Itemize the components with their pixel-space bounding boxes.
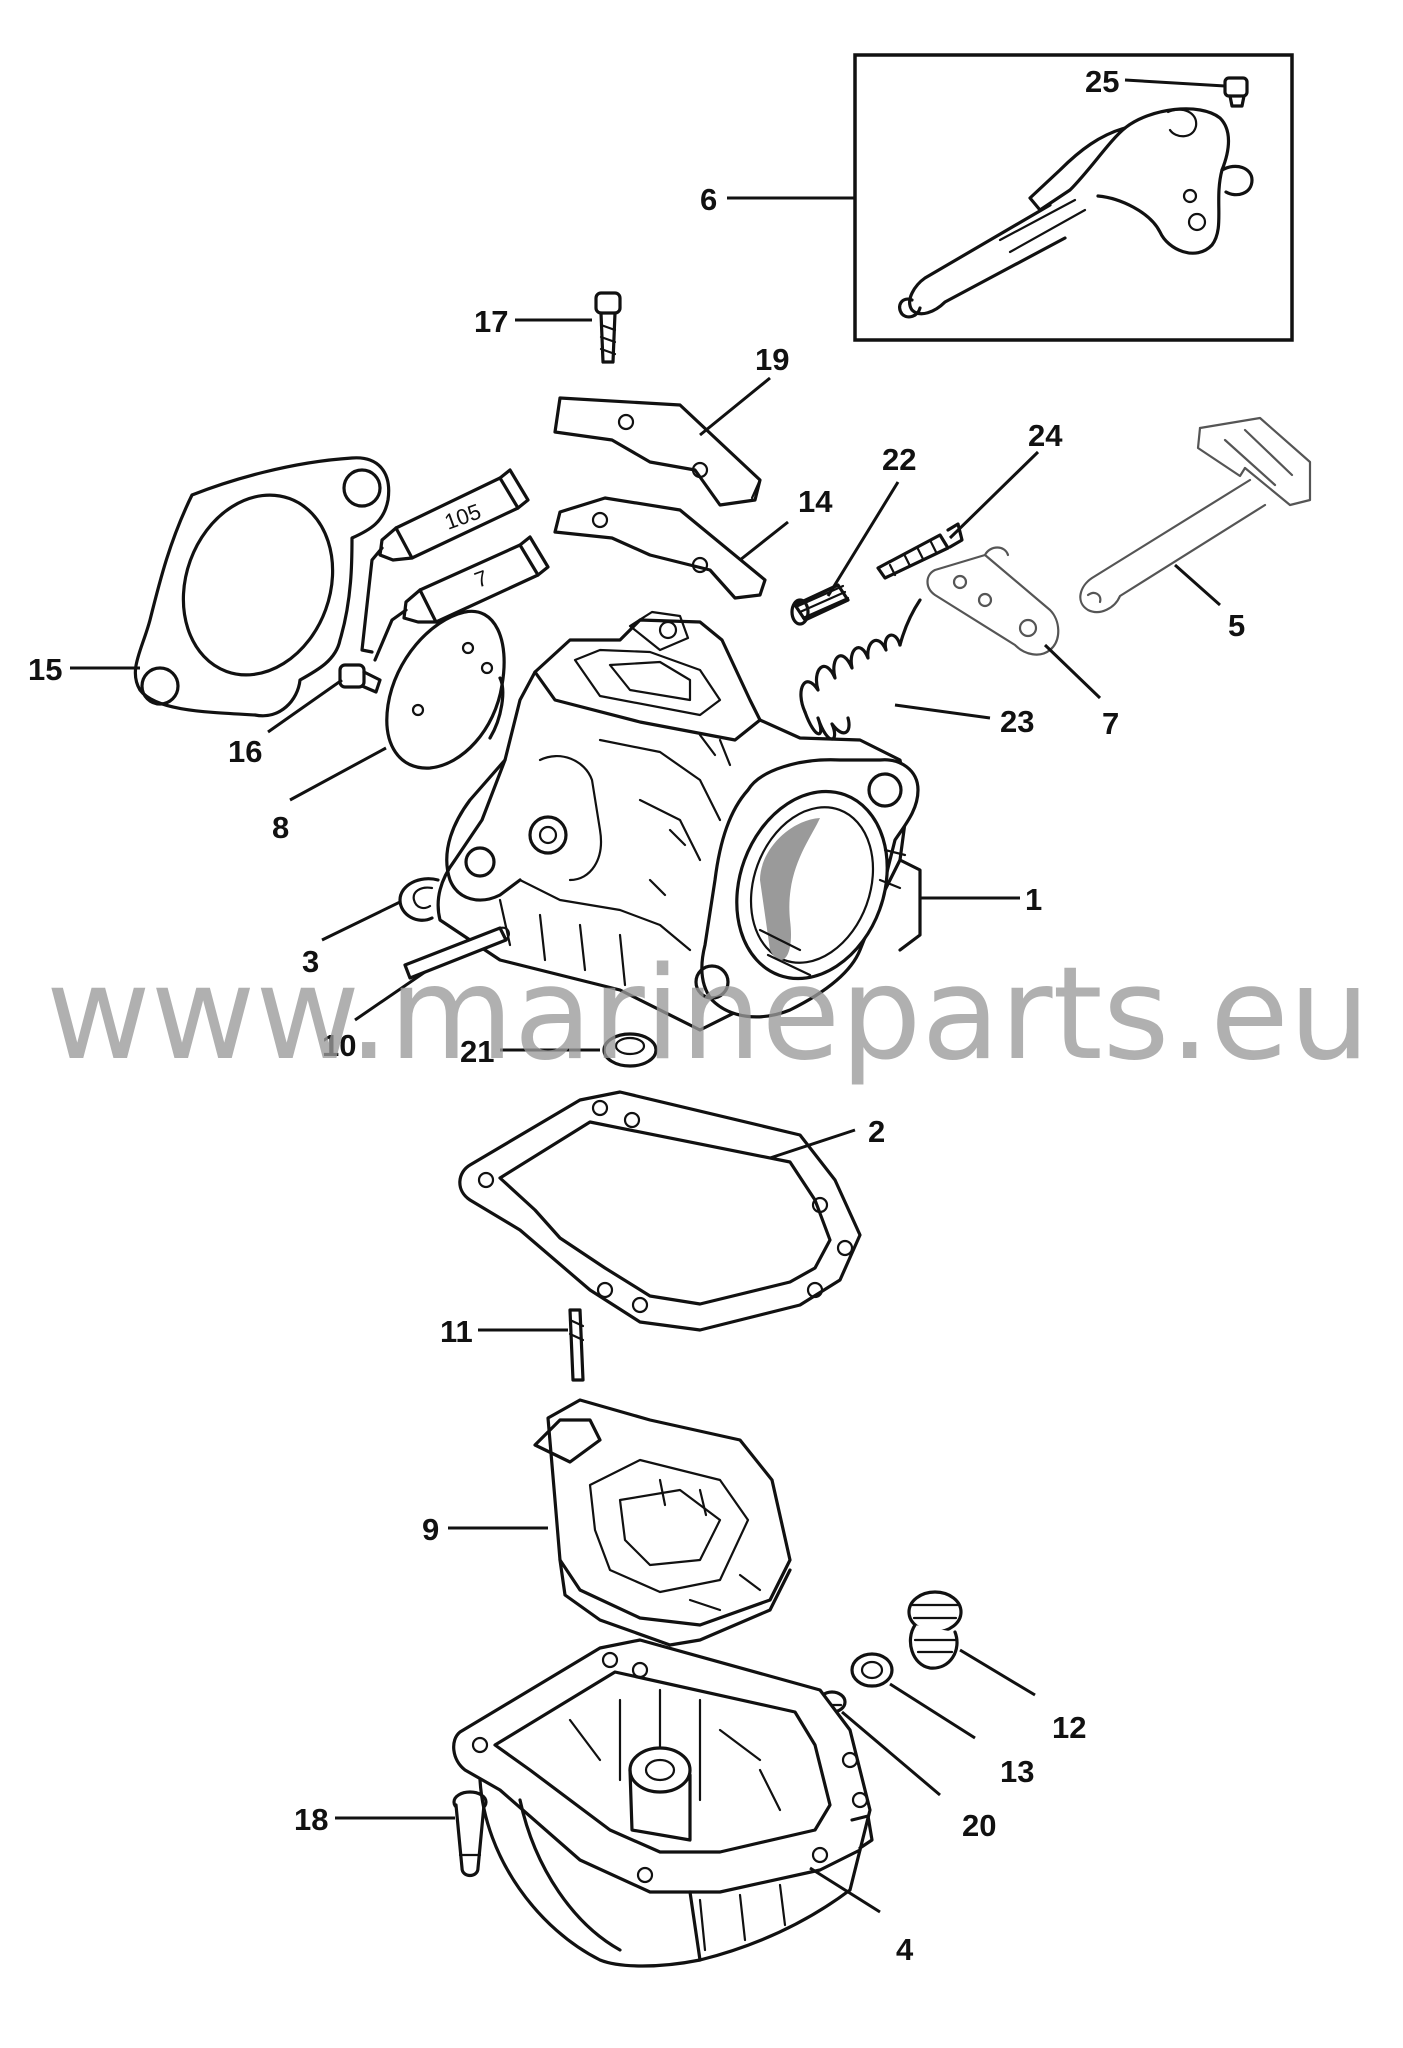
part-2-bowl-gasket <box>458 1090 862 1332</box>
callout-7: 7 <box>1102 706 1119 741</box>
part-12-drain-plug <box>907 1590 963 1670</box>
callout-23: 23 <box>1000 704 1034 739</box>
callout-11: 11 <box>440 1314 473 1349</box>
part-13-washer <box>850 1652 894 1688</box>
callout-24: 24 <box>1028 418 1063 453</box>
watermark-text: www.marineparts.eu <box>46 940 1370 1089</box>
part-16-screw <box>338 663 382 694</box>
callout-12: 12 <box>1052 1710 1086 1745</box>
leader-lines <box>70 78 1226 1914</box>
part-15-gasket <box>133 456 391 718</box>
part-5-shaft-linkage <box>1079 416 1312 614</box>
callout-15: 15 <box>28 652 62 687</box>
part-22-spring <box>790 583 850 626</box>
callout-14: 14 <box>798 484 833 519</box>
callout-16: 16 <box>228 734 262 769</box>
callout-20: 20 <box>962 1808 996 1843</box>
part-6-throttle-lever-shaft <box>898 107 1254 319</box>
inset-box <box>853 53 1294 342</box>
part-23-spring <box>799 598 922 741</box>
part-18-screw <box>452 1790 488 1878</box>
part-10-pin <box>403 926 510 980</box>
part-21-fitting <box>602 1032 658 1068</box>
callout-8: 8 <box>272 810 289 845</box>
part-19-plate <box>553 396 762 507</box>
callout-6: 6 <box>700 182 717 217</box>
part-11-pin <box>568 1308 585 1382</box>
part-4-float-bowl <box>452 1638 874 1968</box>
part-17-screw <box>594 291 622 364</box>
callout-9: 9 <box>422 1512 439 1547</box>
part-3-e-clip <box>398 877 440 922</box>
part-25-screw <box>1223 76 1249 108</box>
callout-4: 4 <box>896 1932 914 1967</box>
callout-25: 25 <box>1085 64 1119 99</box>
callout-3: 3 <box>302 944 319 979</box>
callout-19: 19 <box>755 342 789 377</box>
callout-5: 5 <box>1228 608 1245 643</box>
part-14-plate <box>553 496 767 600</box>
part-7-link-plate <box>926 546 1060 656</box>
part-8-throttle-disc <box>385 609 506 770</box>
part-9-float <box>533 1398 792 1647</box>
callout-labels: 25 6 17 19 22 24 14 15 5 16 23 7 8 1 3 1… <box>28 64 1245 1967</box>
callout-21: 21 <box>460 1034 494 1069</box>
callout-18: 18 <box>294 1802 328 1837</box>
callout-1: 1 <box>1025 882 1042 917</box>
callout-17: 17 <box>474 304 508 339</box>
part-24-needle-screw <box>876 522 964 580</box>
callout-2: 2 <box>868 1114 885 1149</box>
callout-10: 10 <box>322 1028 356 1063</box>
sealant-tubes: 105 7 <box>360 468 550 662</box>
part-1-carburetor-body <box>436 610 922 1032</box>
callout-22: 22 <box>882 442 916 477</box>
callout-13: 13 <box>1000 1754 1034 1789</box>
